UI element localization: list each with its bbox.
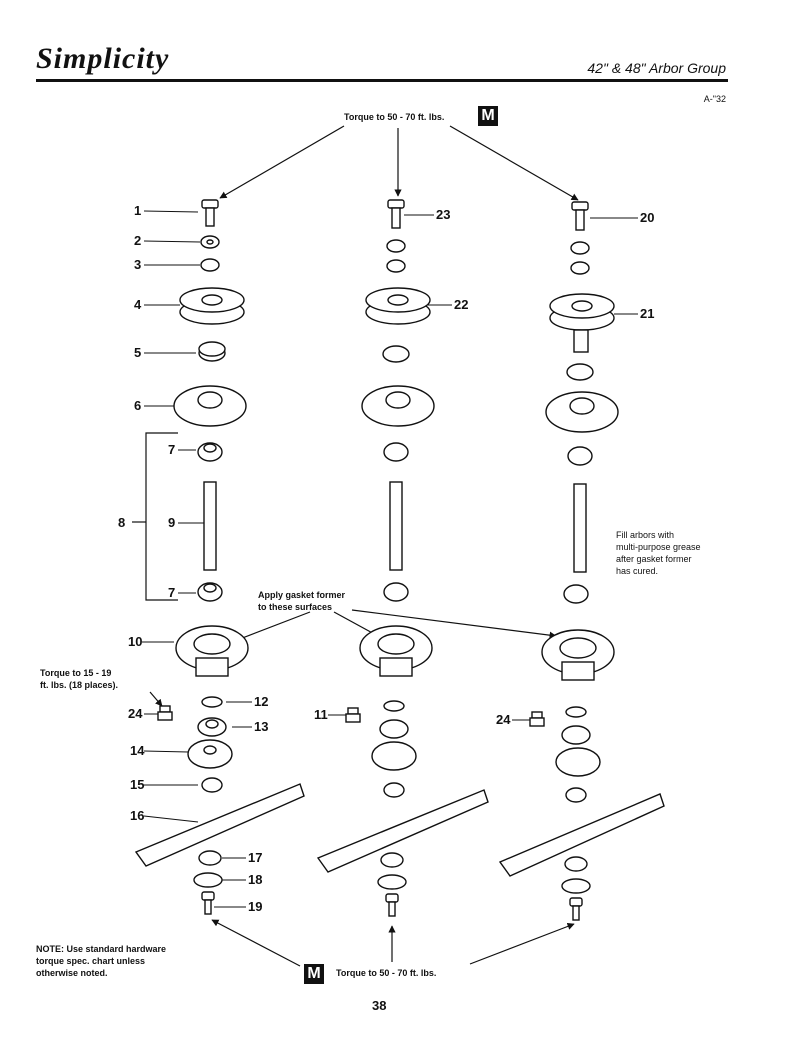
grease-note-line4: has cured. <box>616 566 659 576</box>
arbor-stack-right <box>498 201 665 921</box>
torque-arrow-right-top <box>449 125 579 201</box>
callout-4: 4 <box>134 297 142 312</box>
footnote-line3: otherwise noted. <box>36 968 108 978</box>
callout-9: 9 <box>168 515 176 530</box>
torque-small-line2: ft. lbs. (18 places). <box>40 680 119 690</box>
arbor-stack-center <box>316 199 489 917</box>
callout-24-left: 24 <box>128 706 143 721</box>
grease-note-line3: after gasket former <box>616 554 692 564</box>
m-marker-bottom: M <box>304 964 324 984</box>
footnote-line1: NOTE: Use standard hardware <box>36 944 167 954</box>
gasket-note-line1: Apply gasket former <box>258 590 346 600</box>
callout-7-lower: 7 <box>168 585 176 600</box>
callout-19: 19 <box>248 899 263 914</box>
callout-11: 11 <box>314 707 328 722</box>
callout-14: 14 <box>130 743 145 758</box>
callout-6: 6 <box>134 398 142 413</box>
brand-logo: Simplicity <box>36 42 170 75</box>
callout-7-upper: 7 <box>168 442 176 457</box>
callout-23: 23 <box>436 207 451 222</box>
torque-note-top: Torque to 50 - 70 ft. lbs. <box>344 112 445 122</box>
callout-12: 12 <box>254 694 269 709</box>
m-marker-top: M <box>478 106 498 126</box>
page-title: 42" & 48" Arbor Group <box>587 60 726 76</box>
callout-1: 1 <box>134 203 142 218</box>
gasket-note-line2: to these surfaces <box>258 602 333 612</box>
arbor-stack-left <box>134 199 305 915</box>
torque-arrow-left-top <box>219 125 345 199</box>
torque-small-line1: Torque to 15 - 19 <box>40 668 112 678</box>
callout-15: 15 <box>130 777 145 792</box>
callout-2: 2 <box>134 233 142 248</box>
callout-3: 3 <box>134 257 142 272</box>
callout-8: 8 <box>118 515 126 530</box>
footnote-line2: torque spec. chart unless <box>36 956 146 966</box>
document-number: A-"32 <box>703 94 726 104</box>
callout-24-right: 24 <box>496 712 511 727</box>
torque-arrow-left-bottom <box>211 919 301 967</box>
page-number: 38 <box>372 998 387 1013</box>
callout-17: 17 <box>248 850 263 865</box>
callout-10: 10 <box>128 634 143 649</box>
grease-note-line1: Fill arbors with <box>616 530 675 540</box>
grease-note-line2: multi-purpose grease <box>616 542 701 552</box>
callout-5: 5 <box>134 345 142 360</box>
callout-21: 21 <box>640 306 655 321</box>
callout-20: 20 <box>640 210 655 225</box>
header-rule <box>36 79 728 82</box>
torque-note-bottom: Torque to 50 - 70 ft. lbs. <box>336 968 437 978</box>
callout-22: 22 <box>454 297 469 312</box>
callout-16: 16 <box>130 808 145 823</box>
torque-arrow-right-bottom <box>469 922 575 965</box>
callout-13: 13 <box>254 719 269 734</box>
callout-18: 18 <box>248 872 263 887</box>
